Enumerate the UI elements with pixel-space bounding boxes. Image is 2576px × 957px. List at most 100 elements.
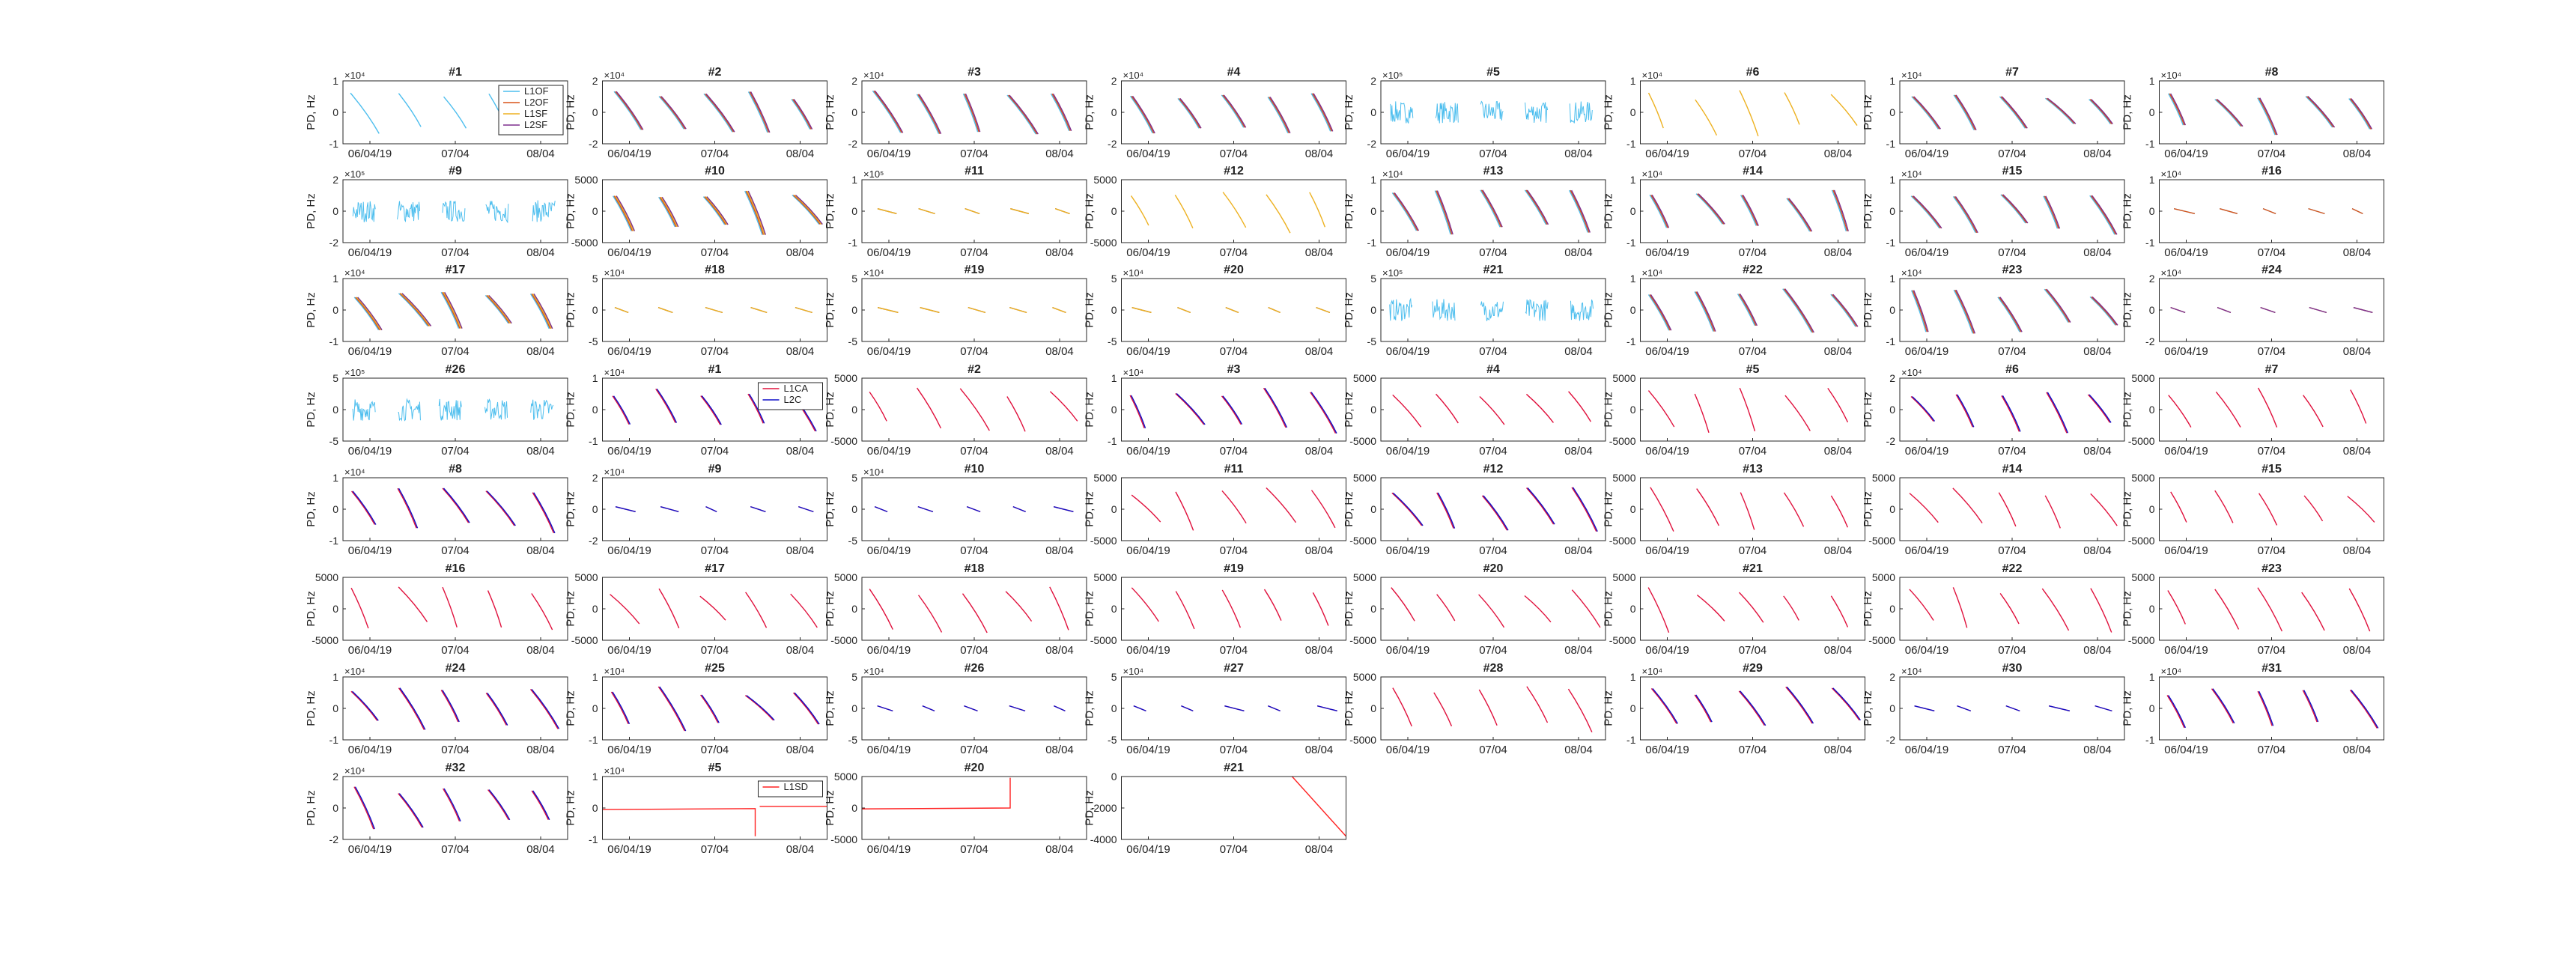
y-tick-label: 0 xyxy=(1111,106,1117,118)
y-tick-label: -5000 xyxy=(1868,634,1895,646)
series-line-l1of xyxy=(530,399,554,420)
y-tick-label: -5000 xyxy=(1349,634,1376,646)
axis-exponent: ×10⁴ xyxy=(604,70,625,81)
subplot-title: #22 xyxy=(2002,562,2023,575)
subplot-title: #3 xyxy=(967,66,981,79)
y-axis-label: PD, Hz xyxy=(1862,292,1874,328)
y-tick-label: -2000 xyxy=(1090,802,1117,814)
axes-box xyxy=(1899,477,2125,541)
x-tick-label: 08/04 xyxy=(1564,246,1593,259)
x-tick-label: 06/04/19 xyxy=(867,544,911,557)
y-tick-label: -5 xyxy=(1367,335,1377,347)
series-line-l2c xyxy=(442,690,460,723)
x-tick-label: 08/04 xyxy=(526,246,555,259)
x-tick-label: 07/04 xyxy=(2258,246,2286,259)
y-tick-label: 0 xyxy=(1111,503,1117,515)
series-line-l2of xyxy=(2090,195,2117,235)
series-group xyxy=(1650,487,1849,532)
subplot-title: #13 xyxy=(1483,165,1504,177)
series-line-l1of xyxy=(1786,198,1811,232)
series-line-l1of xyxy=(1737,294,1756,326)
series-line-l1ca xyxy=(2214,589,2240,630)
series-line-l1ca xyxy=(1738,592,1764,623)
y-axis-label: PD, Hz xyxy=(1862,491,1874,527)
y-tick-label: 5000 xyxy=(1093,571,1117,583)
axes-box xyxy=(2159,80,2384,145)
series-line-l1ca xyxy=(398,687,425,730)
series-line-l1of xyxy=(2089,99,2111,124)
x-tick-label: 07/04 xyxy=(960,246,988,259)
series-line-l2sf xyxy=(2353,306,2373,314)
x-tick-label: 06/04/19 xyxy=(348,345,392,358)
subplot-title: #14 xyxy=(1743,165,1763,177)
y-tick-label: 5000 xyxy=(574,174,598,186)
axes-box xyxy=(861,377,1087,442)
series-line-l2sf xyxy=(1833,189,1849,231)
series-line-l2sf xyxy=(1223,94,1247,128)
series-line-l1ca xyxy=(1391,587,1415,622)
series-line-l1ca xyxy=(485,490,515,526)
series-line-l2of xyxy=(660,96,686,130)
subplot-title: #13 xyxy=(1743,463,1763,476)
x-tick-label: 08/04 xyxy=(1824,644,1853,657)
y-tick-label: 5000 xyxy=(834,771,857,783)
subplot-title: #8 xyxy=(449,463,462,476)
y-tick-label: 1 xyxy=(592,671,598,683)
series-line-l1ca xyxy=(1999,592,2020,625)
y-tick-label: -5000 xyxy=(1349,535,1376,547)
series-line-l2sf xyxy=(2001,96,2028,129)
axis-exponent: ×10⁴ xyxy=(1901,666,1922,677)
series-line-l1ca xyxy=(1263,589,1282,621)
series-line-l1ca xyxy=(1481,495,1508,531)
series-line-l1ca xyxy=(350,690,378,721)
y-tick-label: 0 xyxy=(332,802,338,814)
series-line-l1of xyxy=(398,398,421,422)
x-tick-label: 07/04 xyxy=(701,544,729,557)
series-group xyxy=(1291,777,1346,837)
x-tick-label: 06/04/19 xyxy=(1126,445,1170,458)
axes-box xyxy=(1640,377,1865,442)
series-line-l2sf xyxy=(1313,93,1334,132)
series-line-l1sf xyxy=(614,306,629,314)
series-line-l1of xyxy=(1649,194,1668,228)
y-axis-label: PD, Hz xyxy=(1603,392,1615,428)
series-line-l2c xyxy=(2048,705,2071,712)
x-tick-label: 07/04 xyxy=(1739,744,1767,756)
series-line-l1of xyxy=(1006,94,1036,135)
series-group xyxy=(352,398,554,422)
series-line-l2of xyxy=(704,196,726,225)
series-line-l1of xyxy=(2044,97,2074,124)
y-tick-label: 1 xyxy=(592,372,598,384)
y-axis-label: PD, Hz xyxy=(2121,292,2134,328)
series-line-l2sf xyxy=(401,293,432,326)
series-line-l2sf xyxy=(2002,194,2029,224)
x-tick-label: 07/04 xyxy=(701,644,729,657)
x-tick-label: 06/04/19 xyxy=(1645,246,1689,259)
series-line-l1ca xyxy=(1129,395,1145,429)
subplot-title: #2 xyxy=(967,363,981,376)
series-line-l1ca xyxy=(744,695,774,721)
series-line-l1ca xyxy=(531,790,549,821)
x-tick-label: 07/04 xyxy=(1998,345,2026,358)
y-tick-label: 0 xyxy=(1111,771,1117,783)
series-line-l2c xyxy=(2089,394,2112,423)
x-tick-label: 07/04 xyxy=(1479,744,1507,756)
series-group xyxy=(1391,587,1601,628)
series-line-l2c xyxy=(1957,394,1975,428)
y-axis-label: PD, Hz xyxy=(1084,690,1096,726)
series-line-l2sf xyxy=(2217,306,2232,314)
x-tick-label: 07/04 xyxy=(701,148,729,160)
x-tick-label: 08/04 xyxy=(1824,445,1853,458)
y-tick-label: -5000 xyxy=(1868,535,1895,547)
series-line-l2of xyxy=(2044,195,2059,229)
series-group xyxy=(1129,387,1337,434)
series-line-l2c xyxy=(874,505,888,513)
y-tick-label: 0 xyxy=(1630,205,1636,217)
